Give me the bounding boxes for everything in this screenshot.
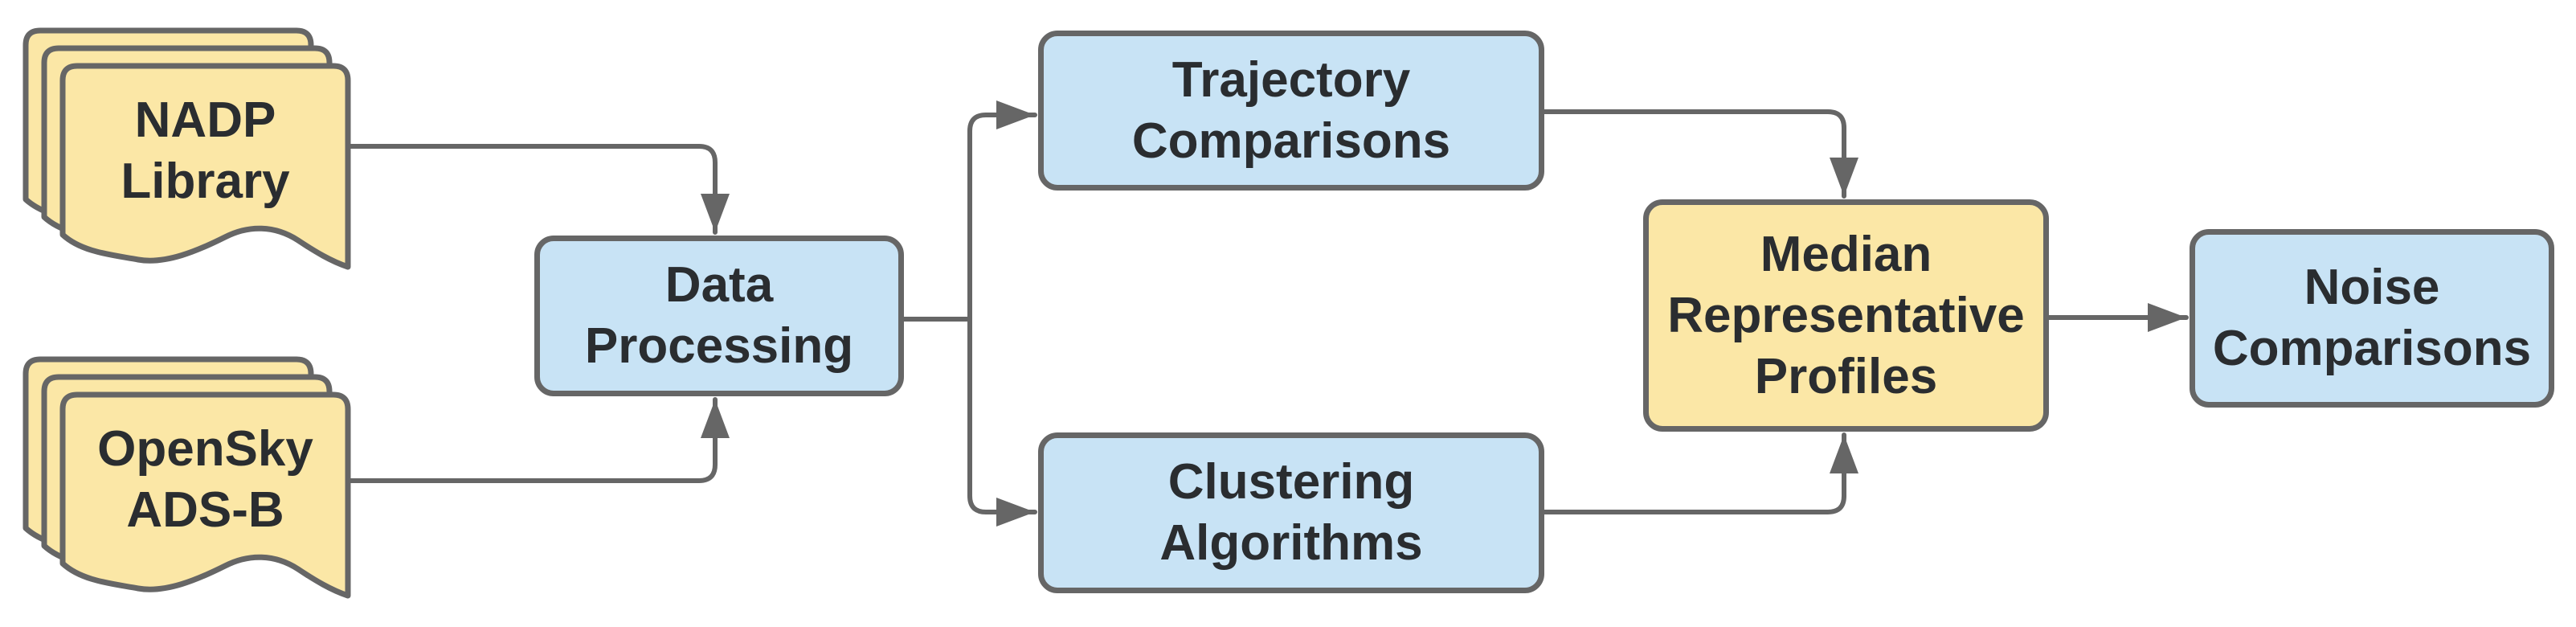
node-noise-comparisons: Noise Comparisons [2190,229,2554,408]
edge-data-processing-to-trajectory-comparisons [967,100,1037,322]
node-data-processing: Data Processing [534,236,904,396]
node-trajectory-comparisons: Trajectory Comparisons [1038,31,1544,191]
edge-trajectory-comparisons-to-median-profiles [1542,109,1858,199]
edge-nadp-library-to-data-processing [346,144,730,235]
edge-data-processing-to-clustering-algorithms [967,317,1037,527]
node-nadp-library [22,27,351,270]
node-opensky-adsb [22,356,351,599]
node-clustering-algorithms: Clustering Algorithms [1038,432,1544,593]
edge-clustering-algorithms-to-median-profiles [1542,432,1858,514]
document-sheet-front [59,63,351,270]
document-sheet-front [59,391,351,599]
node-median-representative-profiles: Median Representative Profiles [1643,199,2049,432]
edge-opensky-adsb-to-data-processing [346,397,730,483]
node-label-opensky-adsb: OpenSky ADS-B [97,421,313,538]
node-label-nadp-library: NADP Library [121,92,290,209]
